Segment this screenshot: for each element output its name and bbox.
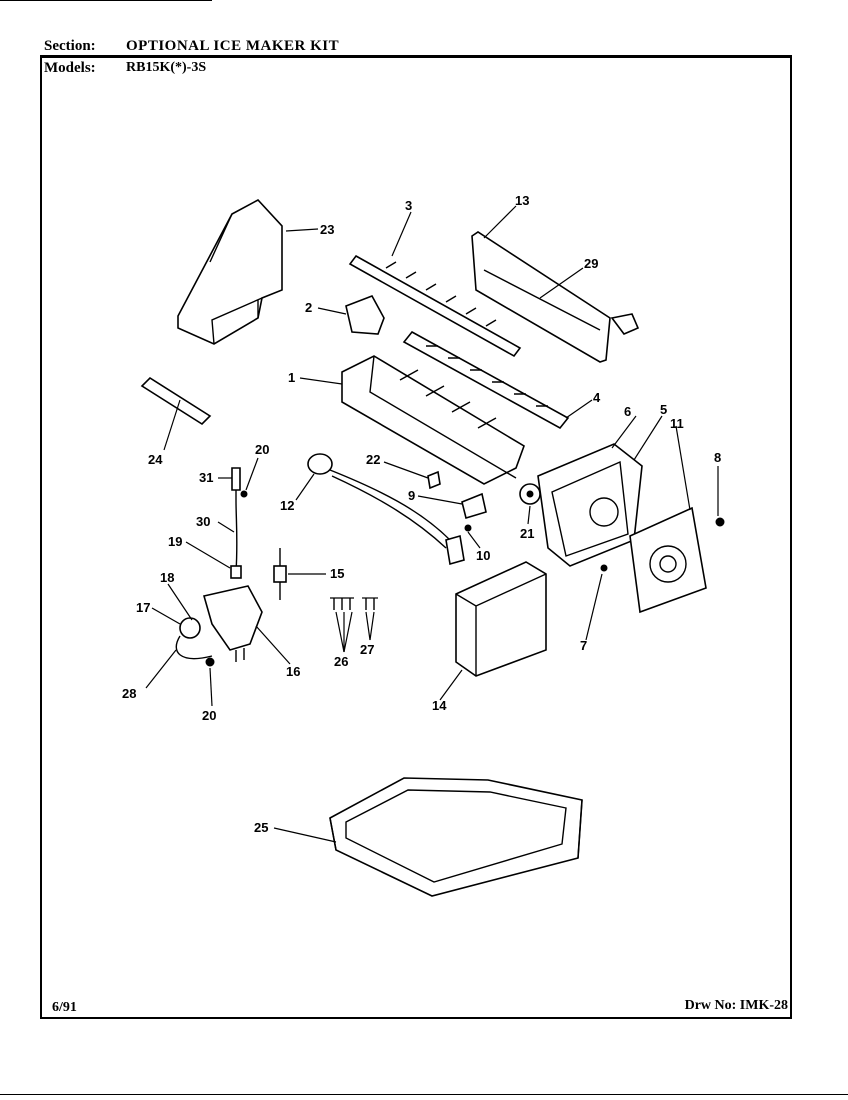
callout-30: 30 (196, 514, 210, 529)
callout-14: 14 (432, 698, 447, 713)
part-1-ice-mold (341, 355, 525, 485)
models-label: Models: (44, 60, 96, 76)
section-label: Section: (44, 38, 96, 54)
part-15-fitting (273, 548, 287, 600)
part-25-ice-bin (329, 777, 583, 897)
part-4-stripper (402, 330, 570, 430)
callout-2: 2 (305, 300, 312, 315)
part-27-screws (362, 597, 378, 610)
section-title: OPTIONAL ICE MAKER KIT (126, 38, 340, 54)
callout-5: 5 (660, 402, 667, 417)
callout-15: 15 (330, 566, 344, 581)
callout-11: 11 (670, 416, 684, 431)
bottom-rule (0, 1094, 848, 1095)
part-26-screws (330, 597, 354, 610)
callout-labels: 23 3 13 29 2 1 4 6 5 11 8 24 20 31 22 9 … (122, 193, 721, 835)
callout-leaders (145, 205, 719, 843)
callout-9: 9 (408, 488, 415, 503)
part-30-water-tube (230, 467, 248, 579)
callout-21: 21 (520, 526, 534, 541)
part-8-screw (715, 517, 725, 527)
callout-8: 8 (714, 450, 721, 465)
callout-22: 22 (366, 452, 380, 467)
callout-24: 24 (148, 452, 163, 467)
part-6-module-housing (537, 443, 643, 567)
callout-27: 27 (360, 642, 374, 657)
callout-13: 13 (515, 193, 529, 208)
part-11-motor-plate (629, 506, 707, 614)
diagram-frame (40, 56, 792, 1019)
header-top-rule (0, 0, 212, 1)
callout-3: 3 (405, 198, 412, 213)
callout-23: 23 (320, 222, 334, 237)
drawing-number: Drw No: IMK-28 (684, 998, 788, 1013)
part-7-screw (600, 564, 608, 572)
callout-12: 12 (280, 498, 294, 513)
callout-19: 19 (168, 534, 182, 549)
callout-6: 6 (624, 404, 631, 419)
part-22-clip (427, 470, 441, 490)
part-12-wire-harness (307, 453, 465, 566)
part-3-ejector (348, 254, 522, 358)
callout-28: 28 (122, 686, 136, 701)
callout-18: 18 (160, 570, 174, 585)
part-16-water-valve (175, 585, 263, 667)
revision-date: 6/91 (52, 1000, 77, 1015)
callout-10: 10 (476, 548, 490, 563)
callout-31: 31 (199, 470, 213, 485)
callout-1: 1 (288, 370, 295, 385)
callout-20a: 20 (255, 442, 269, 457)
part-14-cover (455, 561, 547, 677)
part-21-thermostat (519, 483, 541, 505)
part-2-bracket (345, 295, 385, 335)
callout-29: 29 (584, 256, 598, 271)
callout-16: 16 (286, 664, 300, 679)
callout-20b: 20 (202, 708, 216, 723)
part-9-heater-clip (461, 492, 487, 520)
callout-26: 26 (334, 654, 348, 669)
callout-25: 25 (254, 820, 268, 835)
models-value: RB15K(*)-3S (126, 60, 207, 75)
callout-4: 4 (593, 390, 601, 405)
part-23-housing-cover (177, 199, 283, 345)
callout-7: 7 (580, 638, 587, 653)
part-24-fill-tube (140, 376, 212, 426)
part-10-screw (464, 524, 472, 532)
callout-17: 17 (136, 600, 150, 615)
